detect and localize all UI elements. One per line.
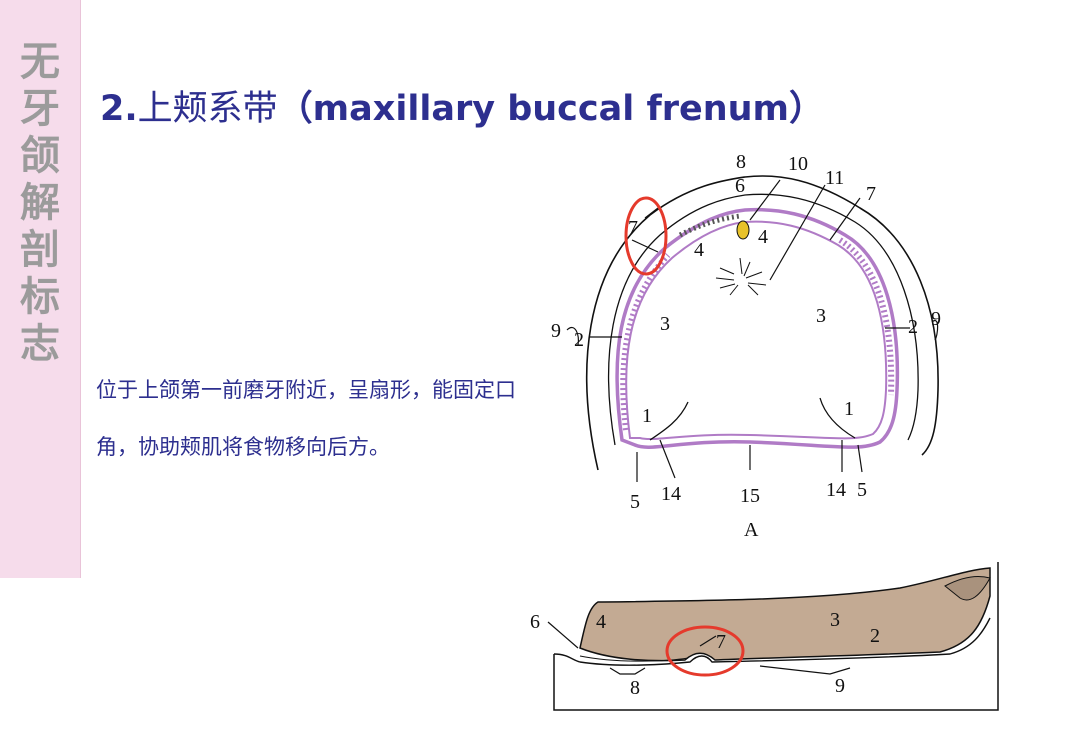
label-9-c: 9 [835,675,845,697]
figure-c-diagram: 6 4 7 3 2 8 9 C [530,562,999,733]
label-4-left: 4 [694,239,704,261]
title-number: 2. [100,89,138,129]
title-english: （maxillary buccal frenum） [277,89,825,129]
label-7-c: 7 [716,631,726,653]
leader-6 [547,621,579,649]
label-10: 10 [788,153,808,175]
label-1-left: 1 [642,405,652,427]
right-tuberosity-line [819,397,856,439]
label-2-left: 2 [574,329,584,351]
label-6: 6 [735,175,745,197]
page-title: 2.上颊系带（maxillary buccal frenum） [100,80,824,131]
label-8-c: 8 [630,677,640,699]
label-14-right: 14 [826,479,846,501]
label-2-right: 2 [908,316,918,338]
label-4-c: 4 [596,611,606,633]
brace-9 [759,665,851,675]
posterior-notch [944,575,991,601]
label-4-right: 4 [758,226,768,248]
ridge-hatch-right [838,237,895,396]
ridge-hatch-front [678,213,741,238]
description-text: 位于上颌第一前磨牙附近，呈扇形，能固定口角，协助颊肌将食物移向后方。 [96,378,516,459]
figure-a-caption: A [744,519,759,541]
leader-11 [769,184,826,281]
left-tuberosity-line [649,401,689,441]
figure-a-diagram: 8 6 10 11 7 7 4 4 3 3 9 2 2 9 1 1 5 14 1… [551,151,941,541]
leader-10 [749,179,781,221]
leader-14-left [659,439,676,479]
label-6-c: 6 [530,611,540,633]
denture-border-inner [625,220,888,441]
inner-outline [608,193,919,446]
notch-9-left [566,326,580,346]
figure-c-caption: C [758,729,771,733]
incisive-papilla [736,220,750,240]
label-9-left: 9 [551,320,561,342]
label-2-c: 2 [870,625,880,647]
leader-7 [699,635,717,647]
sidebar: 无 牙 颌 解 剖 标 志 [0,0,81,578]
label-7-left: 7 [628,217,638,239]
label-3-left: 3 [660,313,670,335]
palatal-rugae [715,257,767,296]
leader-5-right [857,444,863,473]
title-chinese: 上颊系带 [137,89,278,129]
frenum-line-7-left [644,207,659,219]
base-frame [553,562,999,711]
label-9-right: 9 [931,308,941,330]
label-7-right: 7 [866,183,876,205]
label-14-left: 14 [661,483,681,505]
label-8: 8 [736,151,746,173]
brace-8 [609,667,646,675]
sulcus-contour-inner [579,655,689,662]
label-3-c: 3 [830,609,840,631]
label-1-right: 1 [844,398,854,420]
highlight-circle-a [624,196,668,276]
frenum-line-7-right [829,197,861,241]
label-5-right: 5 [857,479,867,501]
frenum-line-7-left-b [631,239,659,253]
notch-9-right [931,319,939,341]
highlight-circle-c [665,625,745,677]
label-15: 15 [740,485,760,507]
label-11: 11 [825,167,844,189]
label-5-left: 5 [630,491,640,513]
label-3-right: 3 [816,305,826,327]
denture-body [579,567,991,662]
outer-outline [586,175,939,471]
sulcus-contour [553,617,991,666]
sidebar-title: 无 牙 颌 解 剖 标 志 [20,38,60,367]
